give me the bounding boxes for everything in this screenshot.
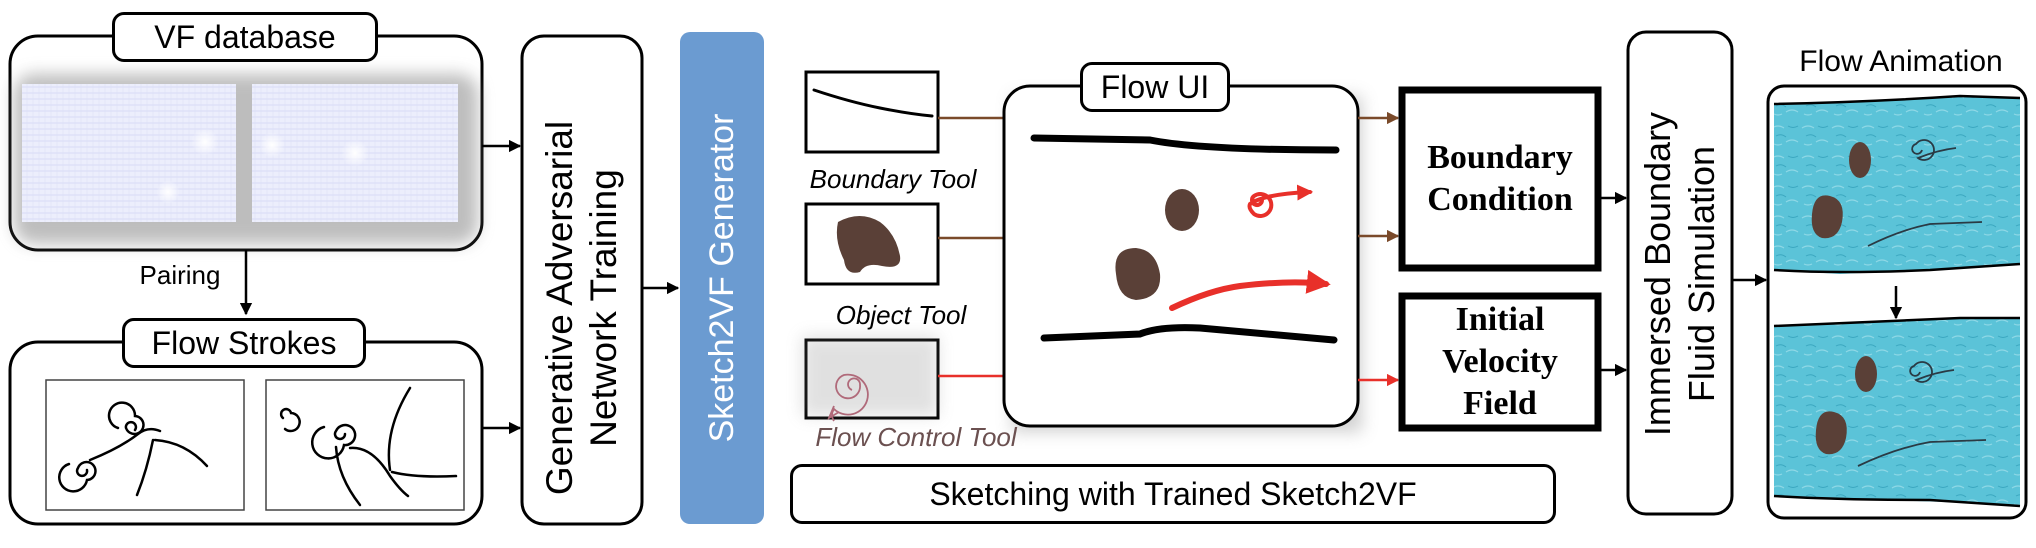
flow-stroke-sketch-left bbox=[58, 401, 209, 497]
vf-database-panel bbox=[8, 34, 484, 252]
ui-flow-arrow bbox=[1169, 269, 1331, 311]
initial-velocity-line1: Initial bbox=[1455, 301, 1545, 338]
ui-boundary-top bbox=[1030, 134, 1340, 154]
flow-strokes-title: Flow Strokes bbox=[122, 318, 366, 368]
gan-training-box bbox=[520, 34, 644, 526]
vf-field-image-left bbox=[22, 84, 236, 222]
generator-label: Sketch2VF Generator bbox=[702, 113, 741, 443]
simulation-line2: Fluid Simulation bbox=[1681, 145, 1722, 403]
flow-animation-title: Flow Animation bbox=[1799, 45, 2003, 78]
initial-velocity-label: Initial Velocity Field bbox=[1406, 300, 1594, 424]
object-tool-icon bbox=[804, 202, 940, 286]
gan-training-label: Generative Adversarial Network Training bbox=[532, 68, 632, 548]
gan-training-line1: Generative Adversarial bbox=[539, 120, 580, 496]
vf-database-title: VF database bbox=[112, 12, 378, 62]
gan-training-line2: Network Training bbox=[583, 169, 624, 447]
simulation-line1: Immersed Boundary bbox=[1637, 111, 1678, 437]
simulation-box bbox=[1626, 30, 1734, 516]
flow-ui-title: Flow UI bbox=[1080, 62, 1230, 112]
pairing-label: Pairing bbox=[139, 259, 221, 290]
generator-box bbox=[680, 32, 764, 524]
vf-field-image-right bbox=[252, 84, 458, 222]
ui-boundary-bottom bbox=[1040, 324, 1338, 344]
ui-object-large bbox=[1115, 248, 1161, 300]
flow-ui-panel bbox=[1002, 84, 1362, 432]
boundary-condition-line1: Boundary bbox=[1427, 139, 1573, 176]
sketching-banner: Sketching with Trained Sketch2VF bbox=[790, 464, 1556, 524]
flow-control-tool-icon bbox=[802, 336, 940, 422]
boundary-tool-label: Boundary Tool bbox=[809, 163, 977, 194]
flow-animation-panel bbox=[1766, 84, 2028, 520]
initial-velocity-box bbox=[1398, 292, 1602, 432]
ui-flow-spiral bbox=[1247, 184, 1314, 218]
boundary-condition-label: Boundary Condition bbox=[1406, 94, 1594, 264]
animation-frame-1 bbox=[1773, 94, 2021, 274]
flow-control-tool-label: Flow Control Tool bbox=[815, 421, 1017, 452]
boundary-tool-icon bbox=[804, 70, 940, 154]
boundary-condition-box bbox=[1398, 86, 1602, 272]
animation-frame-2 bbox=[1773, 316, 2021, 508]
ui-object-small bbox=[1165, 189, 1199, 231]
pipeline-diagram bbox=[8, 30, 2028, 526]
initial-velocity-line2: Velocity bbox=[1442, 343, 1558, 380]
simulation-label: Immersed Boundary Fluid Simulation bbox=[1632, 44, 1728, 504]
flow-stroke-sketch-right bbox=[279, 386, 458, 507]
flow-strokes-panel bbox=[8, 340, 484, 526]
boundary-condition-line2: Condition bbox=[1427, 181, 1573, 218]
initial-velocity-line3: Field bbox=[1463, 385, 1537, 422]
object-tool-label: Object Tool bbox=[835, 299, 967, 330]
